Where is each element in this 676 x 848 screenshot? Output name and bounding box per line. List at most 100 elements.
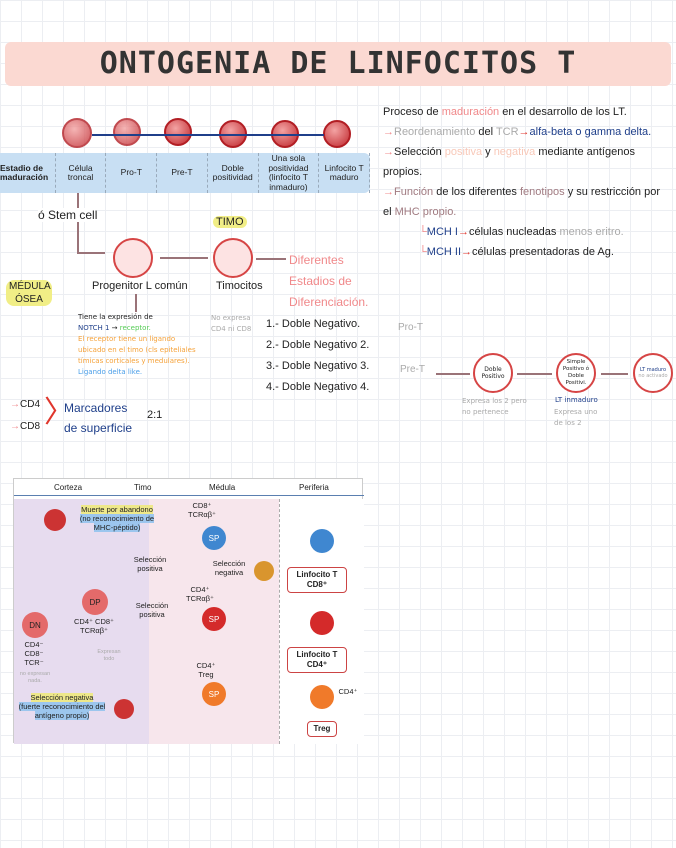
mature-label: LT maduro [639, 367, 667, 373]
cd8-text: CD8 [20, 421, 41, 432]
progenitor-cell [113, 238, 153, 278]
dn-cell: DN [22, 612, 48, 638]
maturation-arrow [92, 134, 324, 136]
cd4-tcr-label: CD4⁺ TCRαβ⁺ [185, 585, 215, 603]
ratio-label: 2:1 [147, 409, 163, 421]
t: SP [208, 533, 220, 543]
timo-label: TIMO [213, 216, 247, 228]
negative-selection-2: Selección negativa [212, 559, 246, 577]
dn-stage-4: 4.- Doble Negativo 4. [266, 381, 370, 393]
sp-cd4-cell: SP [202, 607, 226, 631]
t: TCR [495, 126, 519, 138]
note-line: Tiene la expresión de [78, 313, 153, 321]
t: MCH I [426, 226, 458, 238]
t: Proceso de [383, 106, 442, 118]
thymocyte-cell [213, 238, 253, 278]
t: de los diferentes [433, 186, 520, 198]
bullet-1: →Reordenamiento del TCR→alfa-beta o gamm… [383, 126, 652, 138]
notes: Proceso de maduración en el desarrollo d… [383, 102, 671, 262]
pre-t-label: Pre-T [400, 364, 425, 375]
dp-note: Expresan todo [97, 649, 121, 662]
dn-note: no expresan nada. [19, 671, 51, 684]
cd4-output-label: Linfocito T CD4⁺ [287, 647, 347, 673]
stage: Doble positividad [208, 153, 259, 193]
t: en el desarrollo de los LT. [499, 106, 627, 118]
t: menos eritro. [559, 226, 624, 238]
t: MCH II [426, 246, 462, 258]
cell-mature-icon [323, 120, 351, 148]
page-title: ONTOGENIA DE LINFOCITOS T [5, 42, 671, 86]
note-line: NOTCH 1 → receptor. [78, 324, 151, 332]
treg-output-label: Treg [307, 721, 337, 737]
bullet-2: →Selección positiva y negativa mediante … [383, 146, 635, 178]
treg-label: CD4⁺ Treg [196, 661, 216, 679]
dp-markers: CD4⁺ CD8⁺ TCRαβ⁺ [74, 617, 115, 635]
dp-cell-label: Doble Positivo [481, 366, 505, 380]
t: Reordenamiento [394, 126, 476, 138]
t: células presentadoras de Ag. [472, 246, 614, 258]
treg-cell [310, 685, 334, 709]
positive-selection-1: Selección positiva [133, 555, 167, 573]
stage: Pre-T [157, 153, 208, 193]
arrow [601, 373, 628, 375]
t: DN [29, 620, 41, 630]
lt-inmaduro-label: LT inmaduro [555, 396, 598, 404]
zone-periferia: Periferia [299, 483, 329, 492]
receptor-text: receptor. [119, 324, 151, 332]
stage: Linfocito T maduro [319, 153, 370, 193]
t: Función [394, 186, 434, 198]
t: (fuerte reconocimiento del antígeno prop… [18, 702, 106, 720]
dn-markers: CD4⁻ CD8⁻ TCR⁻ [24, 640, 44, 667]
dp-note: Expresa los 2 pero no pertenece [462, 397, 527, 416]
sp-cell: Simple Positivo ó Doble Positivi. [556, 353, 596, 393]
dn-stage-3: 3.- Doble Negativo 3. [266, 360, 370, 372]
t: SP [208, 689, 220, 699]
cd4-t-cell [310, 611, 334, 635]
t: positiva [444, 146, 483, 158]
t: y su restricción por el [383, 186, 661, 218]
cd8-tcr-label: CD8⁺ TCRαβ⁺ [187, 501, 217, 519]
connector [77, 193, 79, 253]
dying-cell-icon [114, 699, 134, 719]
arrow [256, 258, 286, 260]
t: Selección [394, 146, 445, 158]
cd8-marker: →CD8 [10, 421, 41, 432]
t: MHC propio. [394, 206, 457, 218]
note-line: Ligando delta like. [78, 368, 143, 376]
dying-cell-icon [254, 561, 274, 581]
medula-osea-label: MÉDULA ÓSEA [6, 280, 52, 306]
dying-cell-icon [44, 509, 66, 531]
cd4-text: CD4 [20, 399, 41, 410]
mhc2: └MCH II→células presentadoras de Ag. [419, 246, 614, 258]
notch-note: Tiene la expresión de NOTCH 1 → receptor… [78, 312, 203, 378]
cell-pro-t-icon [113, 118, 141, 146]
death-label: Muerte por abandono(no reconocimiento de… [72, 505, 162, 532]
dp-cell: DP [82, 589, 108, 615]
t: alfa-beta o gamma delta. [529, 126, 652, 138]
cell-pre-t-icon [164, 118, 192, 146]
thymus-figure: Corteza Timo Médula Periferia Muerte por… [13, 478, 364, 744]
t: SP [208, 614, 220, 624]
stage: Pro-T [106, 153, 158, 193]
mature-note: no activado [638, 373, 668, 379]
sp-note: Expresa uno de los 2 [554, 408, 598, 427]
mhc1: └MCH I→células nucleadas menos eritro. [419, 226, 624, 238]
t: (no reconocimiento de MHC-péptido) [79, 514, 155, 532]
t: maduración [441, 106, 500, 118]
connector [77, 252, 105, 254]
arrow [160, 257, 208, 259]
progenitor-label: Progenitor L común [92, 280, 188, 292]
stage: Una sola positividad (linfocito T inmadu… [259, 153, 320, 193]
timocitos-label: Timocitos [216, 280, 263, 292]
t: negativa [493, 146, 536, 158]
cell-stem-icon [62, 118, 92, 148]
t: y [482, 146, 494, 158]
dp-cell: Doble Positivo [473, 353, 513, 393]
dn-stage-2: 2.- Doble Negativo 2. [266, 339, 370, 351]
t: fenotipos [519, 186, 565, 198]
stage: Célula troncal [56, 153, 107, 193]
stage-header: Estadio de maduración [0, 153, 56, 193]
brace: 〉 [44, 396, 74, 429]
bullet-3: →Función de los diferentes fenotipos y s… [383, 186, 661, 218]
